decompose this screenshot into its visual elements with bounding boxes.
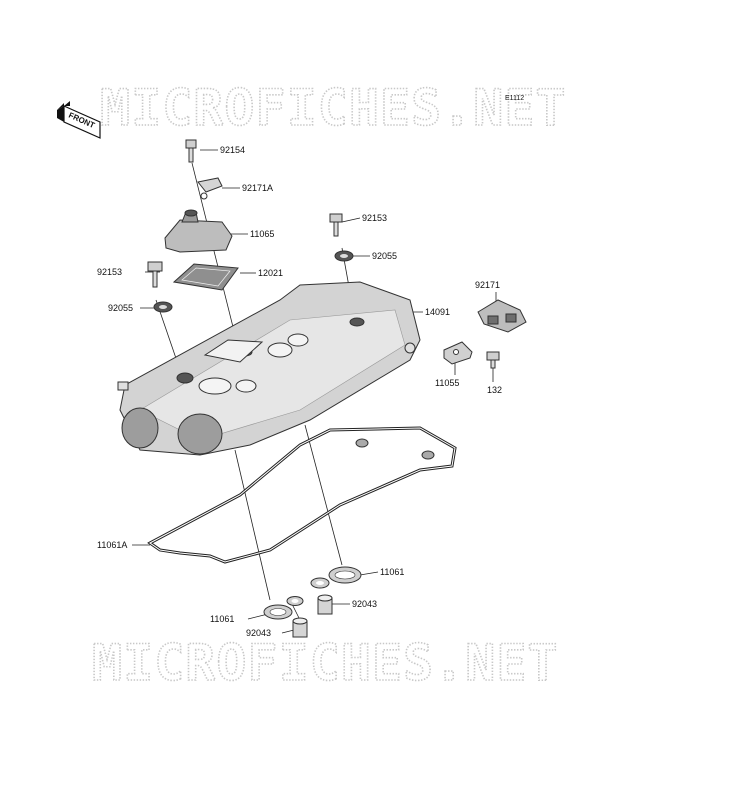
front-arrow-icon [57,103,64,110]
label-92055-left[interactable]: 92055 [108,303,133,313]
label-11061a[interactable]: 11061A [97,540,127,550]
label-11061-left[interactable]: 11061 [210,614,234,624]
label-92154[interactable]: 92154 [220,145,245,155]
clamp-92171a [197,177,223,200]
bolt-92154 [185,139,197,163]
watermark-top: MICROFICHES.NET [100,79,567,137]
plug-gasket-11061-left [263,596,304,620]
label-132[interactable]: 132 [487,385,502,395]
clamp-92171 [477,299,527,333]
label-92153-left[interactable]: 92153 [97,267,122,277]
breather-plate-12021 [172,263,239,291]
label-14091[interactable]: 14091 [425,307,450,317]
front-badge: FRONT [57,101,101,139]
label-92043-right[interactable]: 92043 [352,599,377,609]
head-cover-14091 [117,281,421,456]
breather-cover-11065 [164,209,233,253]
label-11065[interactable]: 11065 [250,229,274,239]
plug-gasket-11061-right [310,566,362,589]
gasket-11061a [147,426,457,564]
label-92153-right[interactable]: 92153 [362,213,387,223]
diagram-code: E1112 [505,95,524,102]
label-12021[interactable]: 12021 [258,268,283,278]
part-labels: 92154 92171A 11065 92153 92055 92153 120… [97,145,502,638]
label-11061-right[interactable]: 11061 [380,567,404,577]
label-92171[interactable]: 92171 [475,280,500,290]
washer-92055-right [334,250,354,262]
label-92043-left[interactable]: 92043 [246,628,271,638]
label-92055-right[interactable]: 92055 [372,251,397,261]
label-11055[interactable]: 11055 [435,378,459,388]
washer-92055-left [153,301,173,313]
collar-92043-right [317,594,333,615]
bolt-132 [486,351,500,369]
watermark-bottom: MICROFICHES.NET [92,634,559,692]
bolt-92153-right [329,213,343,237]
label-92171a[interactable]: 92171A [242,183,273,193]
bolt-92153-left [147,261,163,288]
collar-92043-left [292,617,308,638]
bracket-11055 [443,341,473,365]
